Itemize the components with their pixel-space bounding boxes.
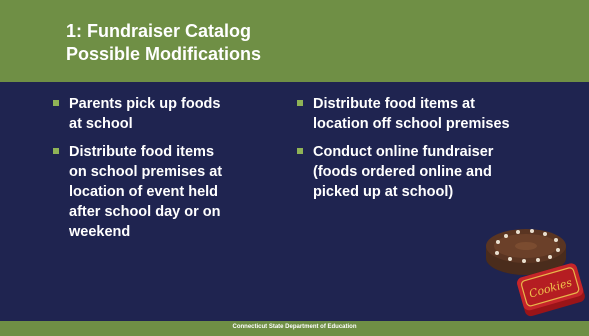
bullet-line: Conduct online fundraiser [313,144,494,160]
bullet-item: Distribute food items on school premises… [52,142,280,242]
left-bullet-list: Parents pick up foods at school Distribu… [52,94,280,250]
title-line-2: Possible Modifications [66,44,262,64]
bullet-item: Distribute food items at location off sc… [296,94,571,134]
bullet-square-icon [53,148,59,154]
bullet-line: location of event held [69,184,219,200]
bullet-square-icon [297,100,303,106]
footer-text: Connecticut State Department of Educatio… [232,324,357,330]
bullet-item: Conduct online fundraiser (foods ordered… [296,142,571,202]
bullet-line: at school [69,116,133,132]
title-band [0,0,589,82]
bullet-square-icon [297,148,303,154]
bullet-line: Distribute food items [69,144,215,160]
cake-and-cookie-tin-icon: Cookies [486,229,585,317]
title-line-1: 1: Fundraiser Catalog [66,21,252,41]
bullet-line: location off school premises [313,116,510,132]
right-bullet-list: Distribute food items at location off sc… [296,94,571,210]
bullet-line: Parents pick up foods [69,96,221,112]
bullet-text: Distribute food items at location off sc… [313,94,571,134]
footer-band [0,321,589,336]
bullet-line: (foods ordered online and [313,164,492,180]
bullet-item: Parents pick up foods at school [52,94,280,134]
bullet-line: Distribute food items at [313,96,475,112]
bullet-text: Conduct online fundraiser (foods ordered… [313,142,571,202]
bullet-line: picked up at school) [313,184,454,200]
bullet-line: weekend [69,224,131,240]
bullet-line: on school premises at [69,164,223,180]
bullet-text: Parents pick up foods at school [69,94,280,134]
slide-title: 1: Fundraiser Catalog Possible Modificat… [66,20,261,66]
bullet-line: after school day or on [69,204,221,220]
bullet-text: Distribute food items on school premises… [69,142,280,242]
bullet-square-icon [53,100,59,106]
